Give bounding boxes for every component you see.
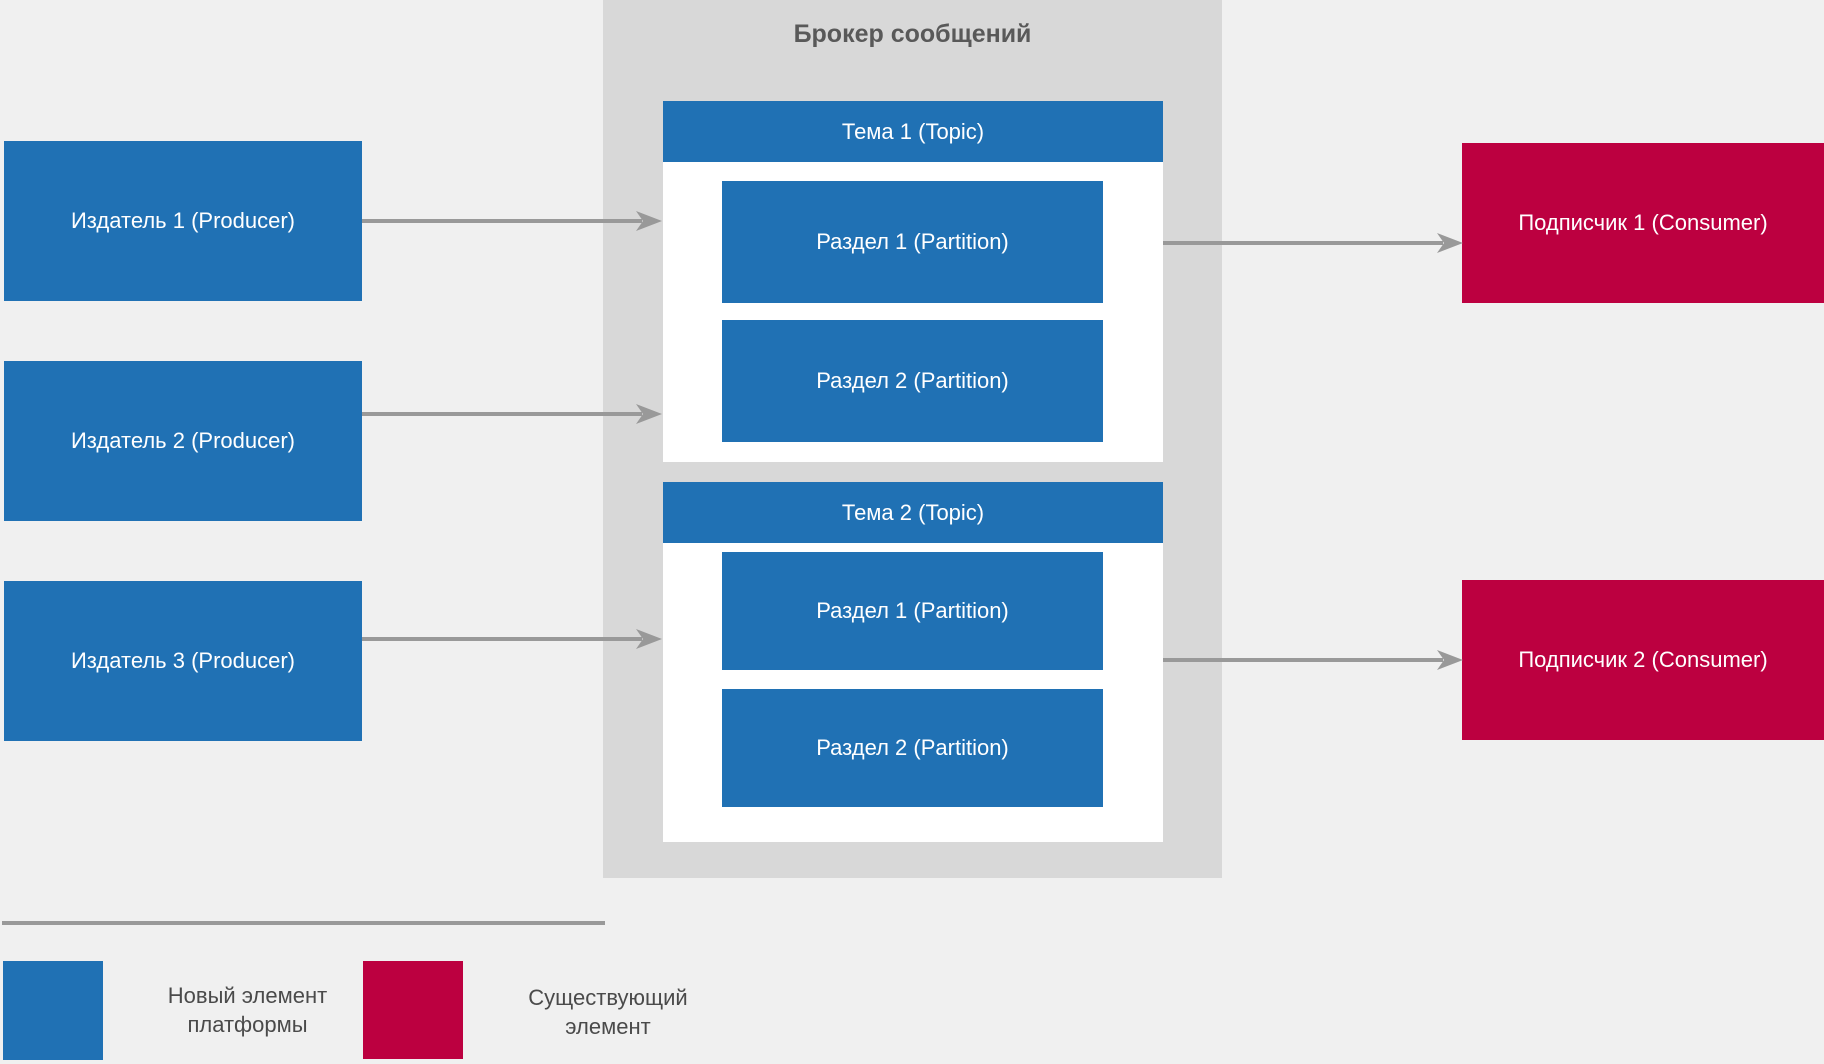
arrow-producer1-to-broker-icon xyxy=(362,211,662,231)
producer-1-box: Издатель 1 (Producer) xyxy=(4,141,362,301)
topic-1-partition-1-box: Раздел 1 (Partition) xyxy=(722,181,1103,303)
arrow-producer2-to-broker-icon xyxy=(362,404,662,424)
legend-existing-element-swatch xyxy=(363,961,463,1059)
legend-existing-element-label: Существующий элемент xyxy=(528,984,688,1039)
consumer-1-box: Подписчик 1 (Consumer) xyxy=(1462,143,1824,303)
legend-new-element-swatch xyxy=(3,961,103,1060)
producer-3-box: Издатель 3 (Producer) xyxy=(4,581,362,741)
topic-1-partition-2-box: Раздел 2 (Partition) xyxy=(722,320,1103,442)
topic-1-group: Тема 1 (Topic) Раздел 1 (Partition) Разд… xyxy=(663,101,1163,462)
topic-1-header: Тема 1 (Topic) xyxy=(663,101,1163,162)
topic-2-partition-1-box: Раздел 1 (Partition) xyxy=(722,552,1103,670)
arrow-broker-to-consumer2-icon xyxy=(1163,650,1463,670)
arrow-producer3-to-broker-icon xyxy=(362,629,662,649)
topic-2-header: Тема 2 (Topic) xyxy=(663,482,1163,543)
producer-2-box: Издатель 2 (Producer) xyxy=(4,361,362,521)
message-broker-title: Брокер сообщений xyxy=(793,19,1032,48)
arrow-broker-to-consumer1-icon xyxy=(1163,233,1463,253)
legend-new-element-label: Новый элемент платформы xyxy=(167,982,328,1037)
topic-2-group: Тема 2 (Topic) Раздел 1 (Partition) Разд… xyxy=(663,482,1163,842)
consumer-2-box: Подписчик 2 (Consumer) xyxy=(1462,580,1824,740)
topic-2-partition-2-box: Раздел 2 (Partition) xyxy=(722,689,1103,807)
legend-divider xyxy=(2,921,605,925)
